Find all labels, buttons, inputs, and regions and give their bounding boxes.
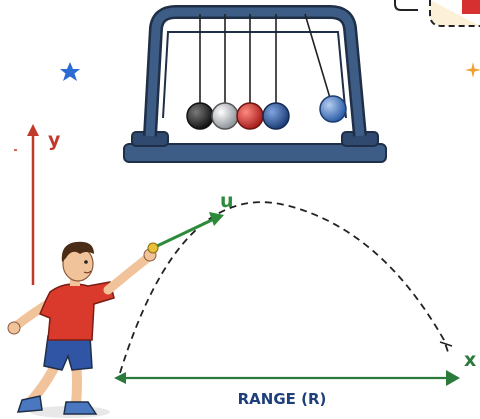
- velocity-label: u: [220, 190, 234, 212]
- star-icon: [60, 62, 80, 81]
- range-label: RANGE (R): [238, 390, 327, 408]
- plus-sparkle-icon: [465, 62, 480, 78]
- range-arrow: [114, 370, 460, 386]
- trajectory-end-tick: [439, 341, 453, 347]
- velocity-arrow: [156, 212, 224, 248]
- boy-throwing-ball: [7, 241, 159, 418]
- newtons-cradle: [123, 5, 387, 163]
- y-axis: [14, 124, 39, 285]
- corner-tag-decoration: [394, 0, 480, 27]
- y-axis-label: y: [48, 129, 61, 151]
- x-axis-label: x: [464, 349, 476, 371]
- projectile-trajectory: [119, 201, 449, 374]
